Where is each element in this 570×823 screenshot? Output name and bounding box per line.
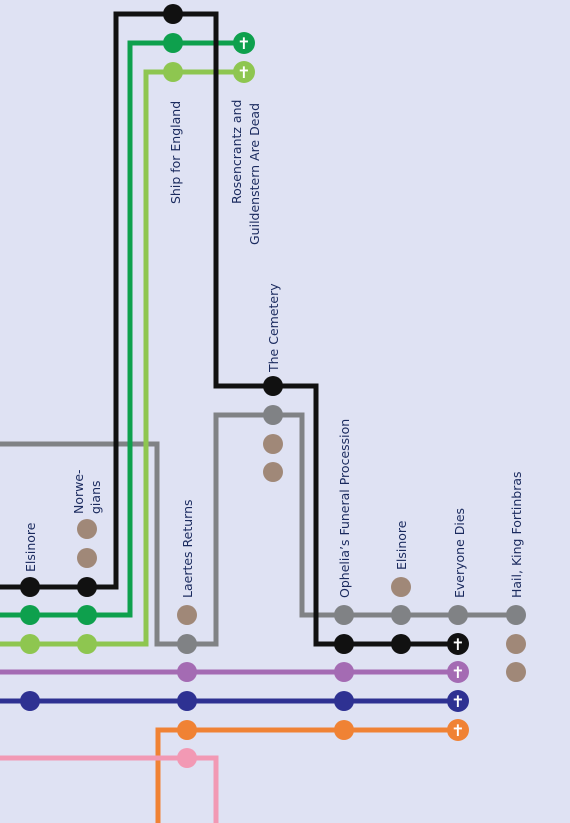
station-dot-rosencrantz <box>20 605 40 625</box>
station-label-elsinore-2: Elsinore <box>394 520 409 570</box>
line-hamlet <box>0 11 458 647</box>
station-dot-laertes <box>177 634 197 654</box>
minor-character-dot <box>177 605 197 625</box>
death-terminal-rosencrantz <box>233 32 255 54</box>
death-terminals: ✝ ✝ ✝ ✝ ✝ ✝ <box>233 32 469 741</box>
station-label-elsinore-1: Elsinore <box>23 522 38 572</box>
station-dot-guildenstern <box>20 634 40 654</box>
line-laertes <box>0 412 516 647</box>
dagger-cross-icon: ✝ <box>451 635 464 654</box>
station-dot-gertrude <box>177 662 197 682</box>
station-dot-hamlet <box>334 634 354 654</box>
minor-character-dot <box>506 662 526 682</box>
station-label-norwegians-line1: Norwe- <box>71 469 86 514</box>
station-label-rosencrantz-line1: Rosencrantz and <box>229 100 244 204</box>
line-ophelia <box>0 755 219 823</box>
station-label-hail-king-fortinbras: Hail, King Fortinbras <box>509 471 524 598</box>
station-label-norwegians-line2: gians <box>88 480 103 514</box>
station-dot-guildenstern <box>77 634 97 654</box>
minor-character-dot <box>77 548 97 568</box>
station-dot-laertes <box>391 605 411 625</box>
station-dot-laertes <box>506 605 526 625</box>
station-dot-claudius <box>177 691 197 711</box>
station-label-ship-for-england: Ship for England <box>168 101 183 204</box>
dagger-cross-icon: ✝ <box>237 63 250 82</box>
station-dot-polonius-line <box>334 720 354 740</box>
station-label-ophelias-funeral: Ophelia’s Funeral Procession <box>337 419 352 598</box>
station-dot-guildenstern <box>163 62 183 82</box>
death-terminal-gertrude <box>447 661 469 683</box>
station-dot-rosencrantz <box>163 33 183 53</box>
death-terminal-claudius <box>447 690 469 712</box>
death-terminal-hamlet <box>447 633 469 655</box>
line-guildenstern <box>0 69 244 647</box>
station-dot-claudius <box>334 691 354 711</box>
death-terminal-polonius-line <box>447 719 469 741</box>
station-dot-rosencrantz <box>77 605 97 625</box>
station-dot-gertrude <box>334 662 354 682</box>
minor-character-dot <box>263 462 283 482</box>
station-label-rosencrantz-line2: Guildenstern Are Dead <box>247 103 262 245</box>
station-dot-ophelia-line <box>177 748 197 768</box>
station-dot-laertes <box>448 605 468 625</box>
station-label-laertes-returns: Laertes Returns <box>180 499 195 598</box>
death-terminal-guildenstern <box>233 61 255 83</box>
station-dot-hamlet <box>20 577 40 597</box>
minor-characters <box>77 434 526 682</box>
minor-character-dot <box>77 519 97 539</box>
station-label-the-cemetery: The Cemetery <box>266 283 281 373</box>
station-dot-hamlet <box>77 577 97 597</box>
station-label-everyone-dies: Everyone Dies <box>452 508 467 598</box>
station-dot-laertes <box>263 405 283 425</box>
dagger-cross-icon: ✝ <box>237 34 250 53</box>
station-dot-hamlet <box>263 376 283 396</box>
minor-character-dot <box>391 577 411 597</box>
station-stops <box>20 4 526 768</box>
line-rosencrantz <box>0 40 244 618</box>
minor-character-dot <box>506 634 526 654</box>
minor-character-dot <box>263 434 283 454</box>
station-dot-polonius-line <box>177 720 197 740</box>
station-dot-hamlet <box>391 634 411 654</box>
dagger-cross-icon: ✝ <box>451 663 464 682</box>
line-polonius <box>155 727 458 823</box>
dagger-cross-icon: ✝ <box>451 692 464 711</box>
station-dot-claudius <box>20 691 40 711</box>
dagger-cross-icon: ✝ <box>451 721 464 740</box>
station-dot-hamlet <box>163 4 183 24</box>
station-dot-laertes <box>334 605 354 625</box>
